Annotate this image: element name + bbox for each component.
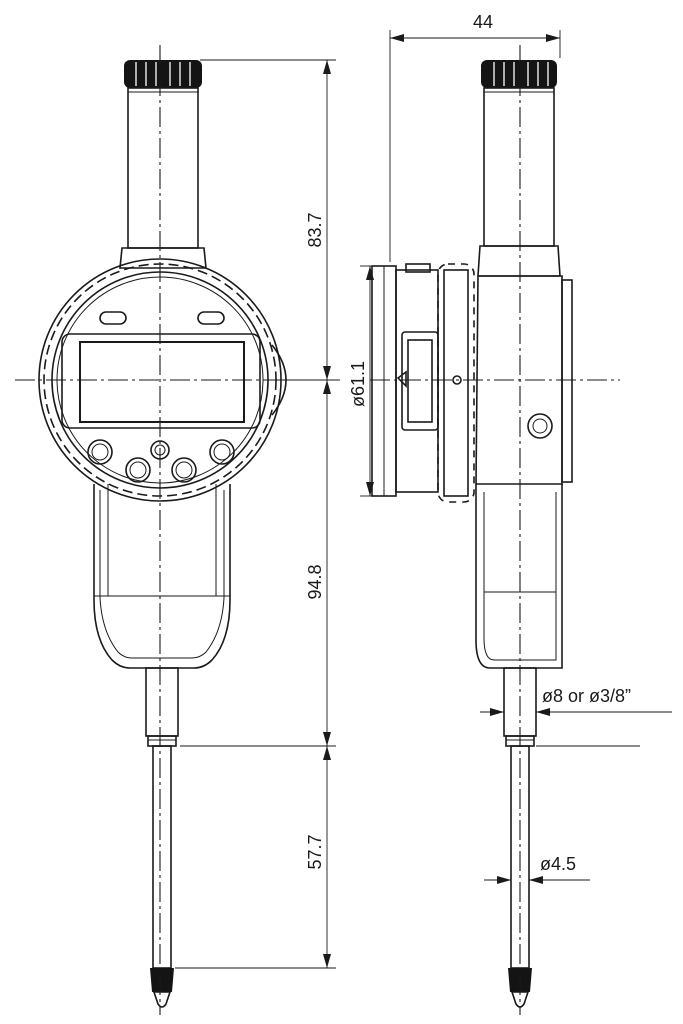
side-top-cap — [481, 60, 557, 88]
front-lcd-display — [61, 333, 261, 429]
side-knurled-ring — [437, 263, 475, 503]
dimension-44: 44 — [473, 12, 493, 32]
front-slot-right — [197, 311, 225, 325]
front-view — [15, 45, 340, 1015]
dimension-94-8: 94.8 — [305, 564, 325, 599]
side-grip-body — [475, 484, 563, 669]
front-stem — [145, 667, 179, 747]
dimension-diameter-61-1: ø61.1 — [348, 361, 368, 407]
dimension-83-7: 83.7 — [305, 212, 325, 247]
dimension-stem-diameter: ø8 or ø3/8” — [542, 686, 631, 706]
front-spindle — [150, 745, 174, 1008]
front-slot-left — [99, 311, 127, 325]
front-dimension-set: 83.7 94.8 57.7 — [175, 59, 336, 969]
dimension-57-7: 57.7 — [305, 834, 325, 869]
side-view — [370, 45, 620, 1015]
side-upper-tube — [477, 87, 561, 277]
front-top-cap — [124, 60, 202, 88]
side-screw — [527, 413, 553, 439]
side-dimension-set: 44 ø61.1 ø8 or ø3/8” ø4.5 — [348, 12, 672, 884]
front-upper-tube — [119, 87, 207, 269]
front-grip-body — [93, 484, 231, 669]
dimension-spindle-diameter: ø4.5 — [540, 854, 576, 874]
